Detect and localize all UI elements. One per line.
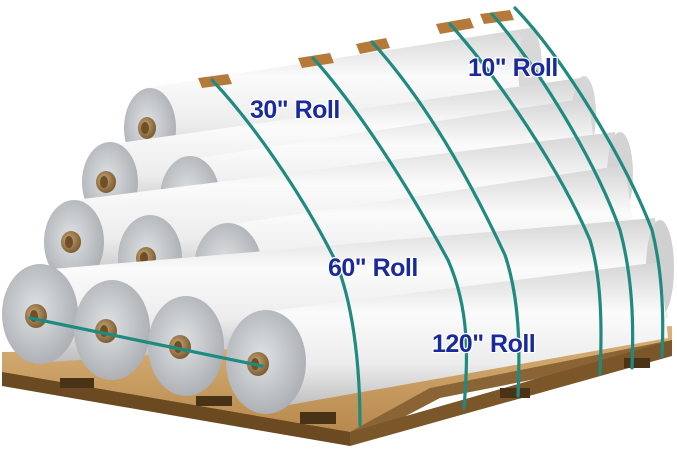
strap-2 — [311, 56, 469, 410]
strap-1 — [210, 78, 362, 427]
label-roll-30: 30" Roll — [250, 96, 340, 124]
banding-straps — [28, 6, 665, 427]
strap-4 — [448, 22, 603, 376]
label-roll-60: 60" Roll — [328, 254, 418, 282]
strap-3 — [370, 40, 521, 398]
label-roll-10: 10" Roll — [468, 54, 558, 82]
strap-6 — [513, 6, 665, 358]
strap-5 — [490, 12, 635, 370]
label-roll-120: 120" Roll — [432, 330, 535, 358]
strap-front — [28, 316, 264, 368]
